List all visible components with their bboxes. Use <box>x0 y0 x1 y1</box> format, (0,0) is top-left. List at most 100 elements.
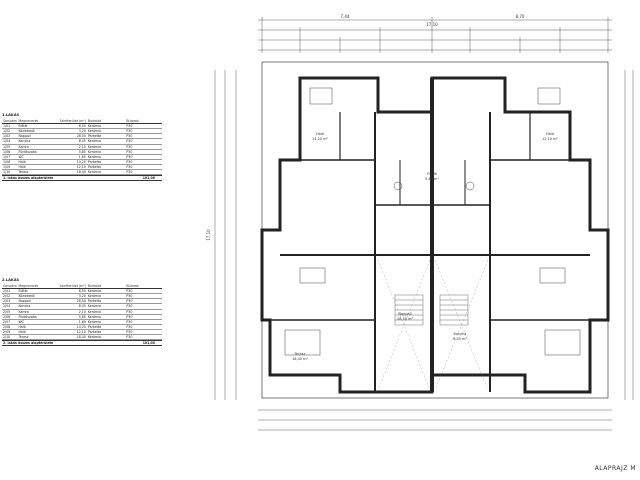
total-value: 101,00 <box>142 341 155 346</box>
table-cell: Terasz <box>18 170 29 175</box>
table-cell: 1/03 <box>3 134 11 139</box>
table-cell: Parketta <box>87 324 102 329</box>
dimension-ticks <box>261 17 609 53</box>
table-cell: 18,40 <box>76 170 86 175</box>
table-cell: P30 <box>126 289 133 294</box>
room-area: 18,40 m² <box>292 357 309 361</box>
col-header: Szintterület (m²) <box>59 119 86 124</box>
total-value: 101,00 <box>142 176 155 181</box>
table-cell: Kerámia <box>87 154 101 159</box>
table-cell: 14,20 <box>76 159 86 164</box>
table-cell: Kerámia <box>87 309 101 314</box>
table-cell: Kerámia <box>87 129 101 134</box>
room-name: Háló <box>546 132 554 136</box>
col-header: Megnevezés <box>18 119 39 124</box>
table-cell: 1/07 <box>3 154 11 159</box>
table-cell: P30 <box>126 329 133 334</box>
table-cell: P30 <box>126 164 133 169</box>
room-area: 12,10 m² <box>542 137 559 141</box>
table-cell: P30 <box>126 294 133 299</box>
room-name: Terasz <box>294 352 306 356</box>
table-cell: Fürdőszoba <box>18 149 37 154</box>
table-cell: Kerámia <box>87 335 101 340</box>
table-cell: P30 <box>126 154 133 159</box>
table-cell: Parketta <box>87 329 102 334</box>
table-cell: 1/02 <box>3 129 11 134</box>
table-cell: Kerámia <box>87 304 101 309</box>
table-cell: Parketta <box>87 159 102 164</box>
room-table-1: 1.LAKÁS Sorszám Megnevezés Szintterület … <box>2 113 162 182</box>
dim-top-overall: 17,10 <box>426 22 438 27</box>
room-name: Háló <box>316 132 324 136</box>
table-cell: Konyha <box>18 139 31 144</box>
table-cell: 28,50 <box>76 134 86 139</box>
table-cell: Előtér <box>18 289 28 294</box>
table-cell: 1/08 <box>3 159 11 164</box>
table-cell: P30 <box>126 149 133 154</box>
table-cell: Kerámia <box>87 314 101 319</box>
dim-left-overall: 17,10 <box>206 229 211 241</box>
table-cell: Konyha <box>18 304 31 309</box>
table-cell: Háló <box>18 164 26 169</box>
fixtures <box>284 87 581 356</box>
table-cell: 1/09 <box>3 164 11 169</box>
table-cell: 8,45 <box>78 139 86 144</box>
col-header: Bútorok <box>126 119 139 124</box>
building-walls <box>260 61 610 399</box>
table-cell: P30 <box>126 144 133 149</box>
table-cell: 5,85 <box>78 314 86 319</box>
table-cell: Kerámia <box>87 170 101 175</box>
table-cell: 12,10 <box>76 329 86 334</box>
table-cell: Közlekedő <box>18 294 35 299</box>
table-cell: Parketta <box>87 164 102 169</box>
dim-top-half-right: 8,70 <box>516 14 525 19</box>
table-cell: 2/06 <box>3 314 11 319</box>
dimension-lines <box>214 19 634 431</box>
sheet-title: ALAPRAJZ M <box>594 465 636 472</box>
table-cell: Kerámia <box>87 139 101 144</box>
table-cell: 5,85 <box>78 149 86 154</box>
table-cell: P30 <box>126 299 133 304</box>
table-cell: 28,50 <box>76 299 86 304</box>
table-cell: 2/07 <box>3 319 11 324</box>
room-table-2: 2.LAKÁS Sorszám Megnevezés Szintterület … <box>2 278 162 347</box>
table-cell: Előtér <box>18 124 28 129</box>
room-name: Fürdő <box>427 172 437 176</box>
table-cell: 2/10 <box>3 335 11 340</box>
table-total-row: 1. lakás összes alapterülete 101,00 <box>2 175 162 182</box>
table-cell: 2,10 <box>78 309 86 314</box>
room-area: 8,45 m² <box>453 337 467 341</box>
table-cell: Közlekedő <box>18 129 35 134</box>
table-cell: 18,40 <box>76 335 86 340</box>
room-labels: Háló 14,20 m² Háló 12,10 m² Nappali 28,5… <box>292 132 559 361</box>
table-cell: 3,20 <box>78 294 86 299</box>
table-cell: Háló <box>18 159 26 164</box>
table-cell: Kerámia <box>87 144 101 149</box>
col-header: Szintterület (m²) <box>59 284 86 289</box>
table-cell: P30 <box>126 134 133 139</box>
table-cell: 2,10 <box>78 144 86 149</box>
table-cell: 1/06 <box>3 149 11 154</box>
table-cell: 2/05 <box>3 309 11 314</box>
table-cell: 8,45 <box>78 304 86 309</box>
table-cell: P30 <box>126 309 133 314</box>
table-cell: 2/09 <box>3 329 11 334</box>
table-cell: 6,55 <box>78 289 86 294</box>
table-cell: Kerámia <box>87 294 101 299</box>
table-cell: Háló <box>18 324 26 329</box>
table-cell: 1/10 <box>3 170 11 175</box>
room-name: Konyha <box>454 332 467 336</box>
